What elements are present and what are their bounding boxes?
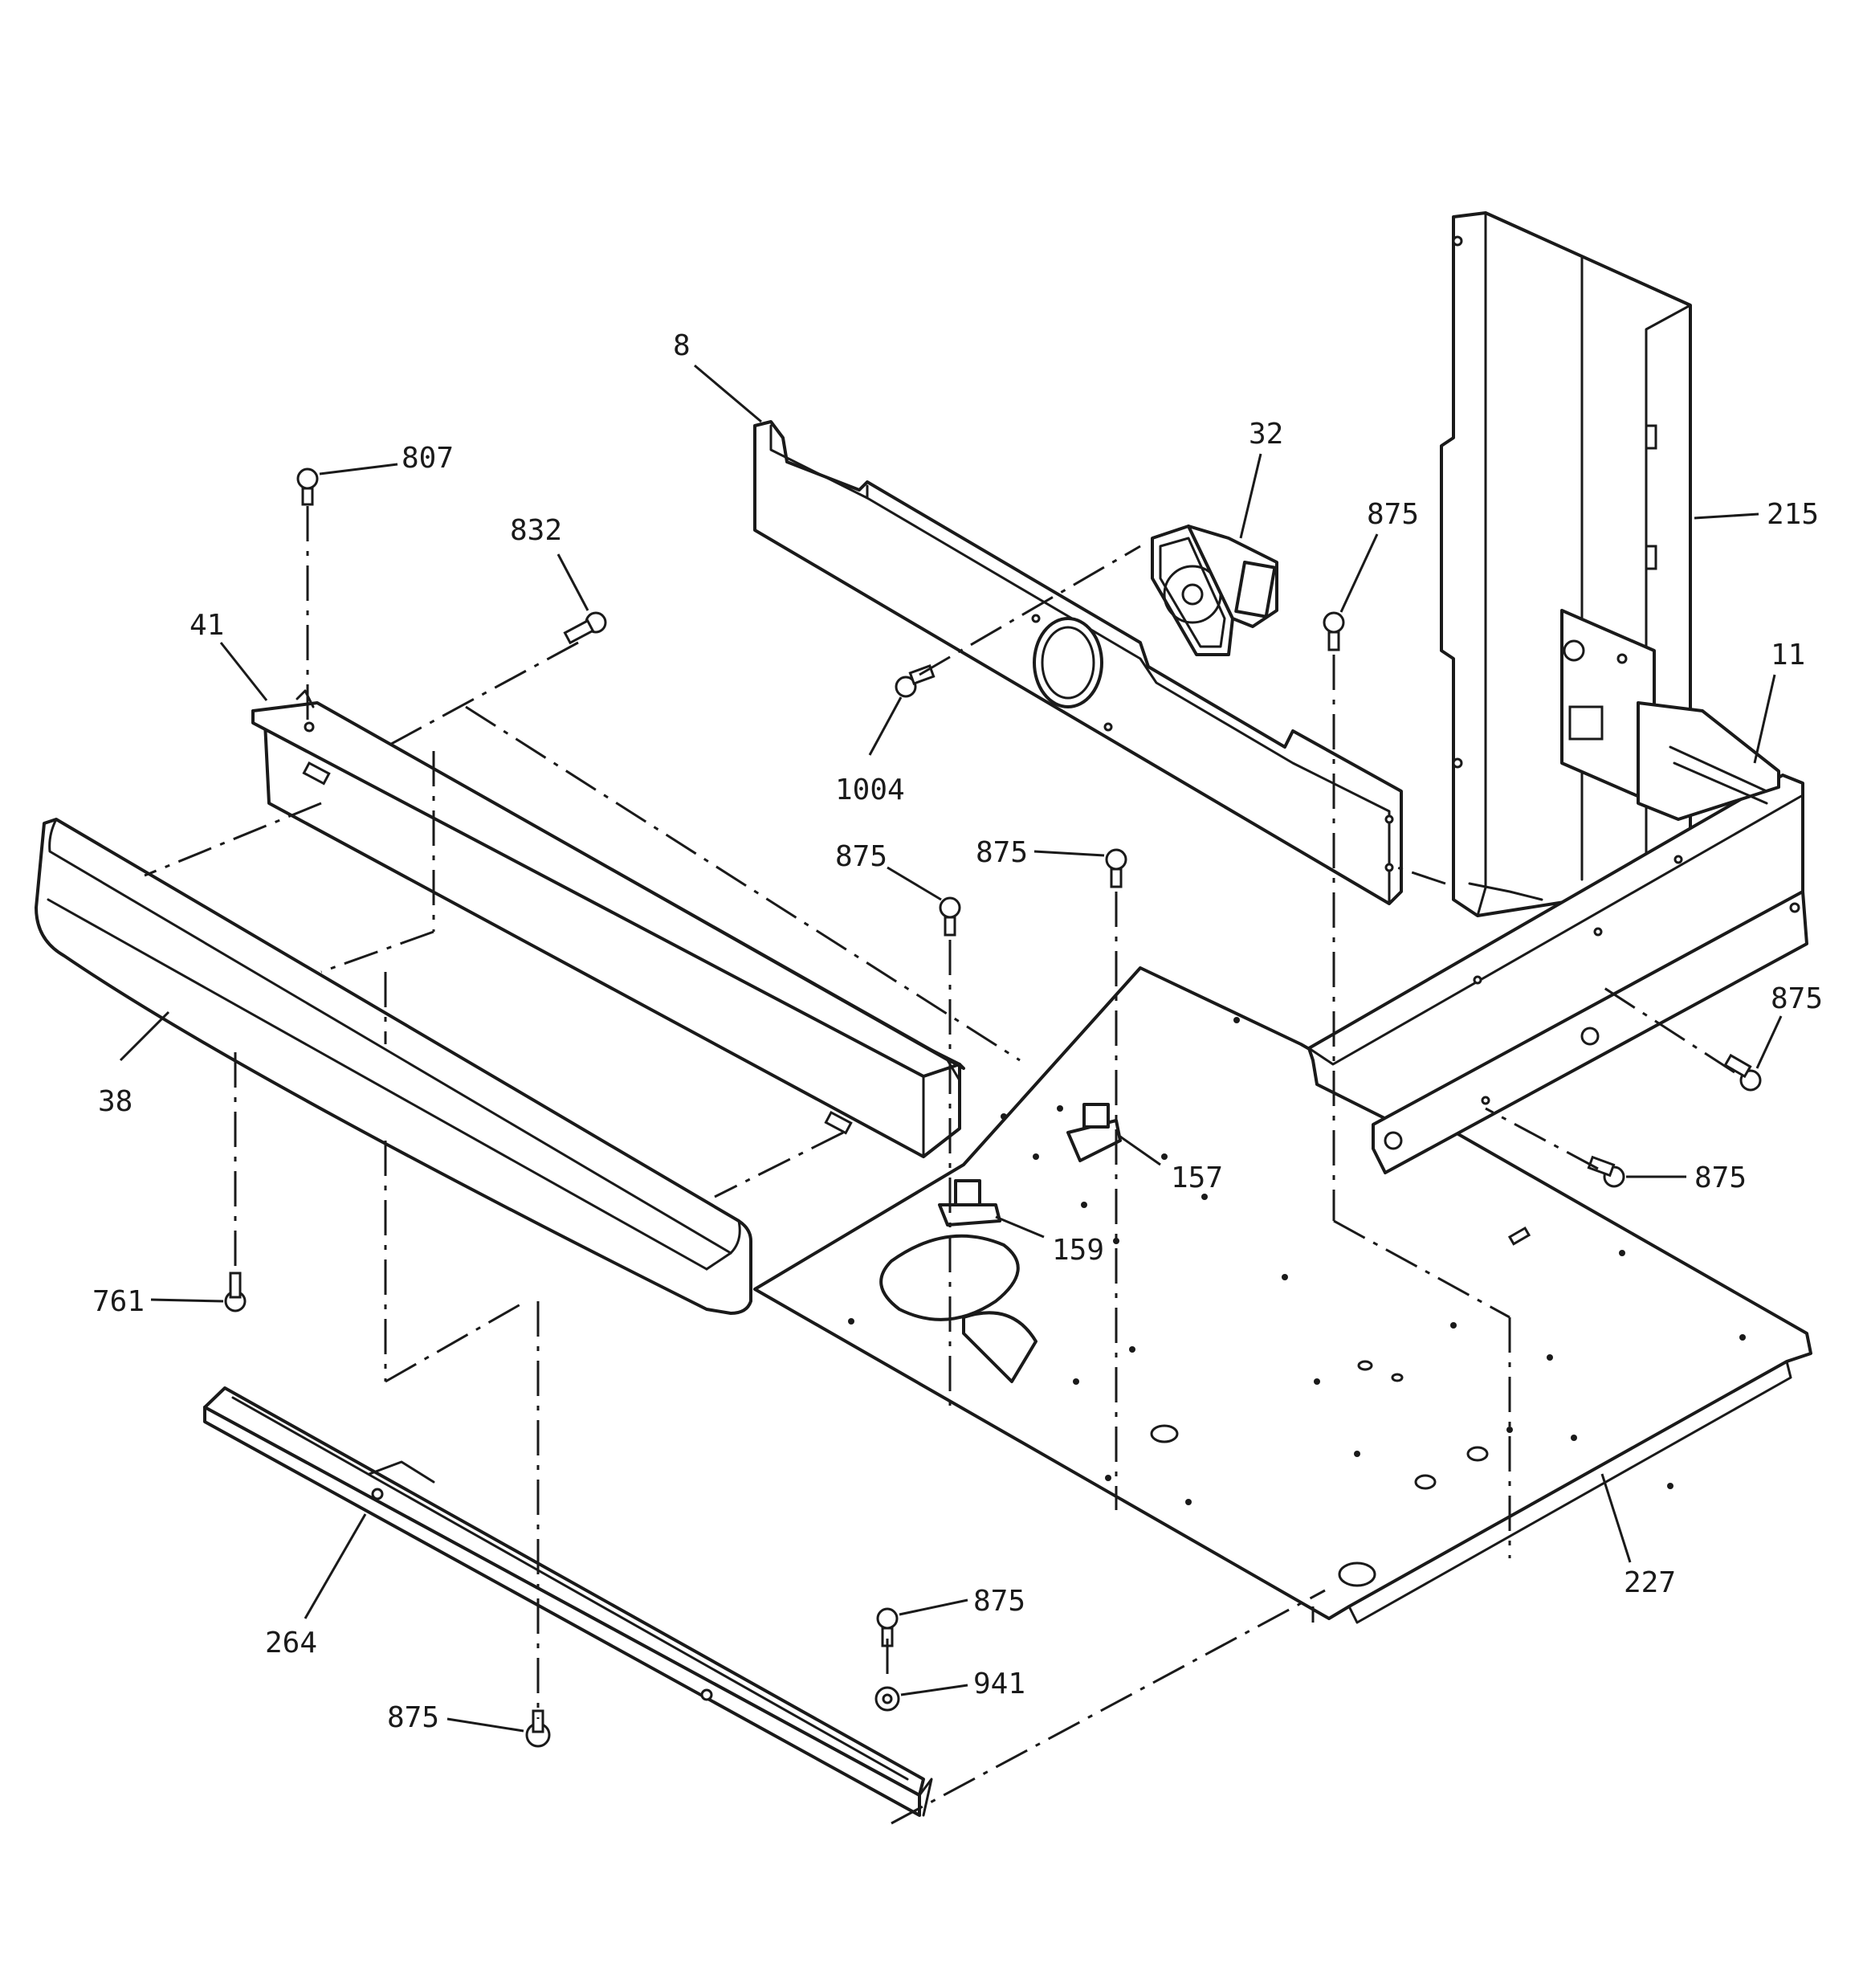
screw-875-right-upper-icon: [1723, 1053, 1762, 1092]
callout-875-mid-right: 875: [976, 836, 1028, 869]
callout-labels: 8 32 875 215 807 832 41 11 1004 875 875 …: [92, 329, 1823, 1734]
callout-875-lower: 875: [973, 1585, 1025, 1618]
callout-807: 807: [402, 442, 454, 475]
callout-8: 8: [673, 329, 691, 362]
part-41-trim-bracket: [251, 689, 965, 1158]
callout-875-bottom: 875: [387, 1701, 439, 1734]
callout-832: 832: [510, 514, 562, 547]
callout-38: 38: [98, 1085, 132, 1118]
screw-875-mid-left-icon: [939, 896, 961, 937]
part-264-front-rail: [203, 1386, 933, 1817]
screw-832-icon: [563, 611, 607, 645]
callout-875-right-lower: 875: [1694, 1161, 1747, 1194]
screw-875-bottom-icon: [525, 1709, 551, 1748]
callout-875-mid-left: 875: [835, 840, 887, 873]
screw-761-icon: [224, 1272, 247, 1312]
screw-875-fan-icon: [1323, 611, 1345, 651]
part-38-front-panel: [35, 818, 752, 1315]
callout-227: 227: [1624, 1566, 1676, 1599]
screw-875-mid-right-icon: [1105, 848, 1127, 888]
screw-875-lower-icon: [876, 1607, 899, 1647]
leader-lines: [119, 364, 1783, 1733]
washer-941-icon: [874, 1686, 900, 1712]
callout-159: 159: [1052, 1234, 1104, 1267]
callout-11: 11: [1771, 639, 1805, 672]
base-vent: [879, 1234, 1037, 1383]
thermostat-159-icon: [938, 1179, 1001, 1227]
callout-761: 761: [92, 1285, 145, 1318]
part-8-rear-bracket: [753, 420, 1403, 905]
callout-264: 264: [265, 1627, 317, 1659]
callout-41: 41: [190, 609, 224, 642]
thermostat-157-icon: [1066, 1103, 1122, 1162]
part-215-side-panel: [1440, 211, 1692, 917]
assembly-centerlines: [144, 506, 1735, 1825]
callout-941: 941: [973, 1668, 1025, 1700]
callout-1004: 1004: [835, 774, 905, 806]
screw-807-icon: [296, 467, 319, 506]
callout-875-fan: 875: [1367, 498, 1419, 531]
screw-875-right-lower-icon: [1587, 1155, 1625, 1188]
part-11-right-bracket: [1307, 701, 1808, 1174]
callout-875-right-upper: 875: [1771, 982, 1823, 1015]
part-227-base-plate: [753, 966, 1812, 1624]
callout-215: 215: [1767, 498, 1819, 531]
part-32-fan: [1151, 525, 1278, 656]
callout-157: 157: [1171, 1161, 1223, 1194]
callout-32: 32: [1249, 418, 1283, 451]
